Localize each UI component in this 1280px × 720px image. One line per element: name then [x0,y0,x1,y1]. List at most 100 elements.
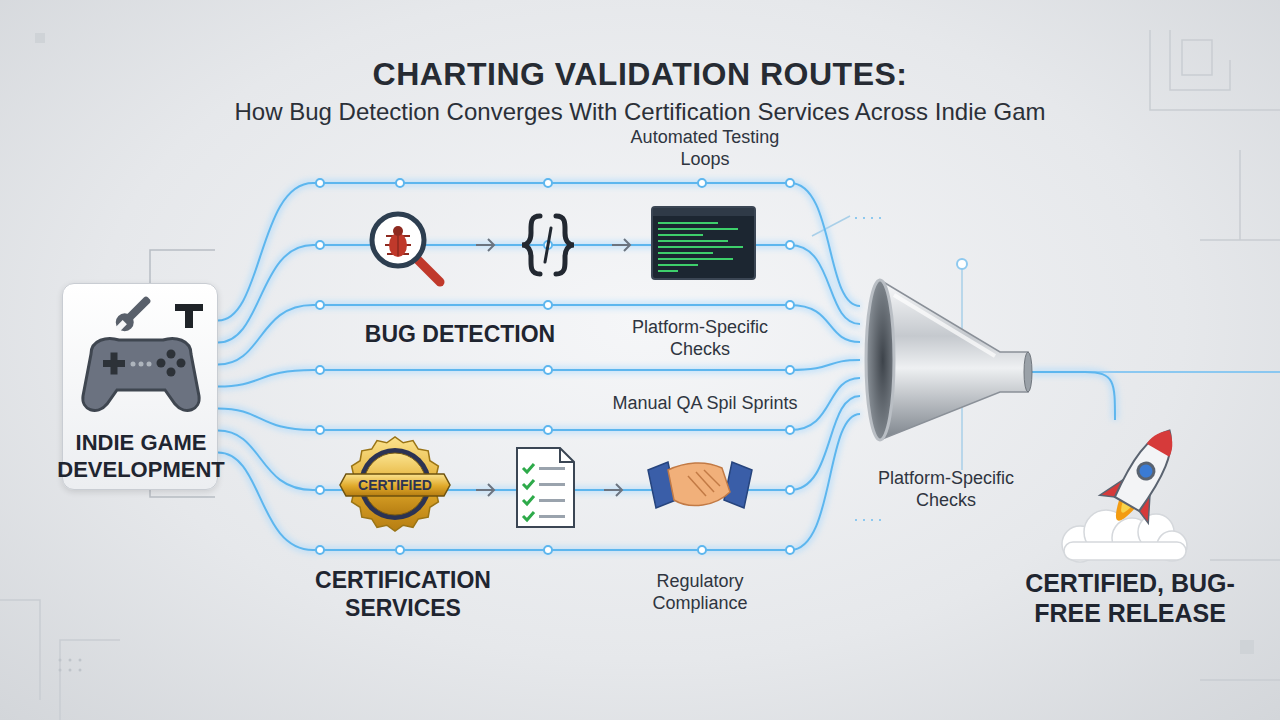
lane-dot [786,241,794,249]
start-box: INDIE GAME DEVELOPMENT [62,283,218,490]
rocket-icon [1020,420,1240,570]
circuit-trace [1200,679,1280,681]
checklist-doc [560,448,574,462]
funnel-shape [894,295,995,356]
terminal-window [652,207,755,279]
bug-magnifier [372,214,424,266]
terminal-window [658,246,743,248]
badge-seal: CERTIFIED [340,437,450,532]
dot-grid [69,669,72,672]
connector-glow [218,378,860,430]
lane-dot [316,426,324,434]
handshake [688,470,720,496]
bracket-line [150,490,215,497]
circuit-trace [1170,30,1230,90]
bug-magnifier [416,258,440,282]
checklist-doc [539,467,565,470]
terminal-window [653,208,754,216]
circuit-trace [0,600,40,700]
gamepad-icon [111,292,155,336]
terminal-window [658,234,703,236]
group-heading: CERTIFICATION SERVICES [303,566,503,622]
gamepad-icon [111,353,118,375]
checklist-doc [539,499,565,502]
lane-dots [316,179,794,554]
route-label: Regulatory Compliance [640,570,760,614]
lane-dot [544,179,552,187]
connector [218,414,860,550]
lane-dot [786,179,794,187]
lane-dot [786,301,794,309]
checklist-doc [539,483,565,486]
connector-line [218,378,860,430]
rocket-icon [1135,460,1157,482]
lane-dot [786,546,794,554]
gamepad-icon [147,362,152,367]
rocket-icon [1147,424,1181,457]
connector-line [1032,372,1115,420]
arrow-glyph [604,484,622,496]
handshake [648,462,752,508]
dot-grid [59,669,62,672]
connector [218,305,860,365]
terminal-window [658,240,728,242]
dot-grid [59,659,62,662]
dot-grid [79,659,82,662]
lane-dot [316,179,324,187]
tick-marks [855,217,885,219]
handshake [696,472,714,492]
terminal-window [658,222,718,224]
lane-dot [544,546,552,554]
lane-dot [396,546,404,554]
diagram-title: CHARTING VALIDATION ROUTES: [0,56,1280,93]
gamepad-icon [185,304,193,328]
route-label: Automated Testing Loops [630,126,780,170]
gamepad-icon [177,359,186,368]
checklist-doc [517,448,574,527]
lane-dot [544,301,552,309]
arrow-glyph [476,484,494,496]
corner-square [35,33,45,43]
bug-magnifier [393,226,403,236]
gamepad-icon [116,320,127,331]
funnel-shape [880,280,1028,440]
lane-dot [698,546,706,554]
checklist-doc [539,467,565,518]
lane-dot [786,486,794,494]
checklist-doc [517,448,574,527]
checklist-doc [523,464,534,520]
circuit-trace [60,640,120,720]
gamepad-icon [167,368,176,377]
bug-magnifier [372,214,440,282]
gamepad-icon [167,350,176,359]
checklist-doc [523,464,534,472]
connector [218,378,860,430]
gamepad-icon [112,310,137,335]
route-label: Manual QA Spil Sprints [590,392,820,414]
lane-dot [786,426,794,434]
terminal-window [658,228,738,230]
handshake [704,470,720,486]
handshake [668,463,730,506]
gamepad-icon [83,339,199,411]
terminal-window [652,207,755,279]
connector-glow [218,183,860,321]
funnel-node: Platform-Specific Checks [860,275,1032,515]
connector-line [218,360,860,387]
badge-seal [340,474,450,496]
bracket-line [150,250,215,283]
checklist-doc [523,480,534,488]
lane-dot [544,426,552,434]
lane-dot [316,241,324,249]
arrow-glyph [612,239,630,251]
corner-square [35,33,1254,654]
group-heading: BUG DETECTION [350,320,570,348]
bug-magnifier [397,236,399,256]
leader-line [812,216,850,236]
connector [218,183,860,321]
connector [1032,372,1115,420]
release-node: CERTIFIED, BUG-FREE RELEASE [1020,420,1240,660]
corner-square [1240,640,1254,654]
connector-line [218,183,860,321]
